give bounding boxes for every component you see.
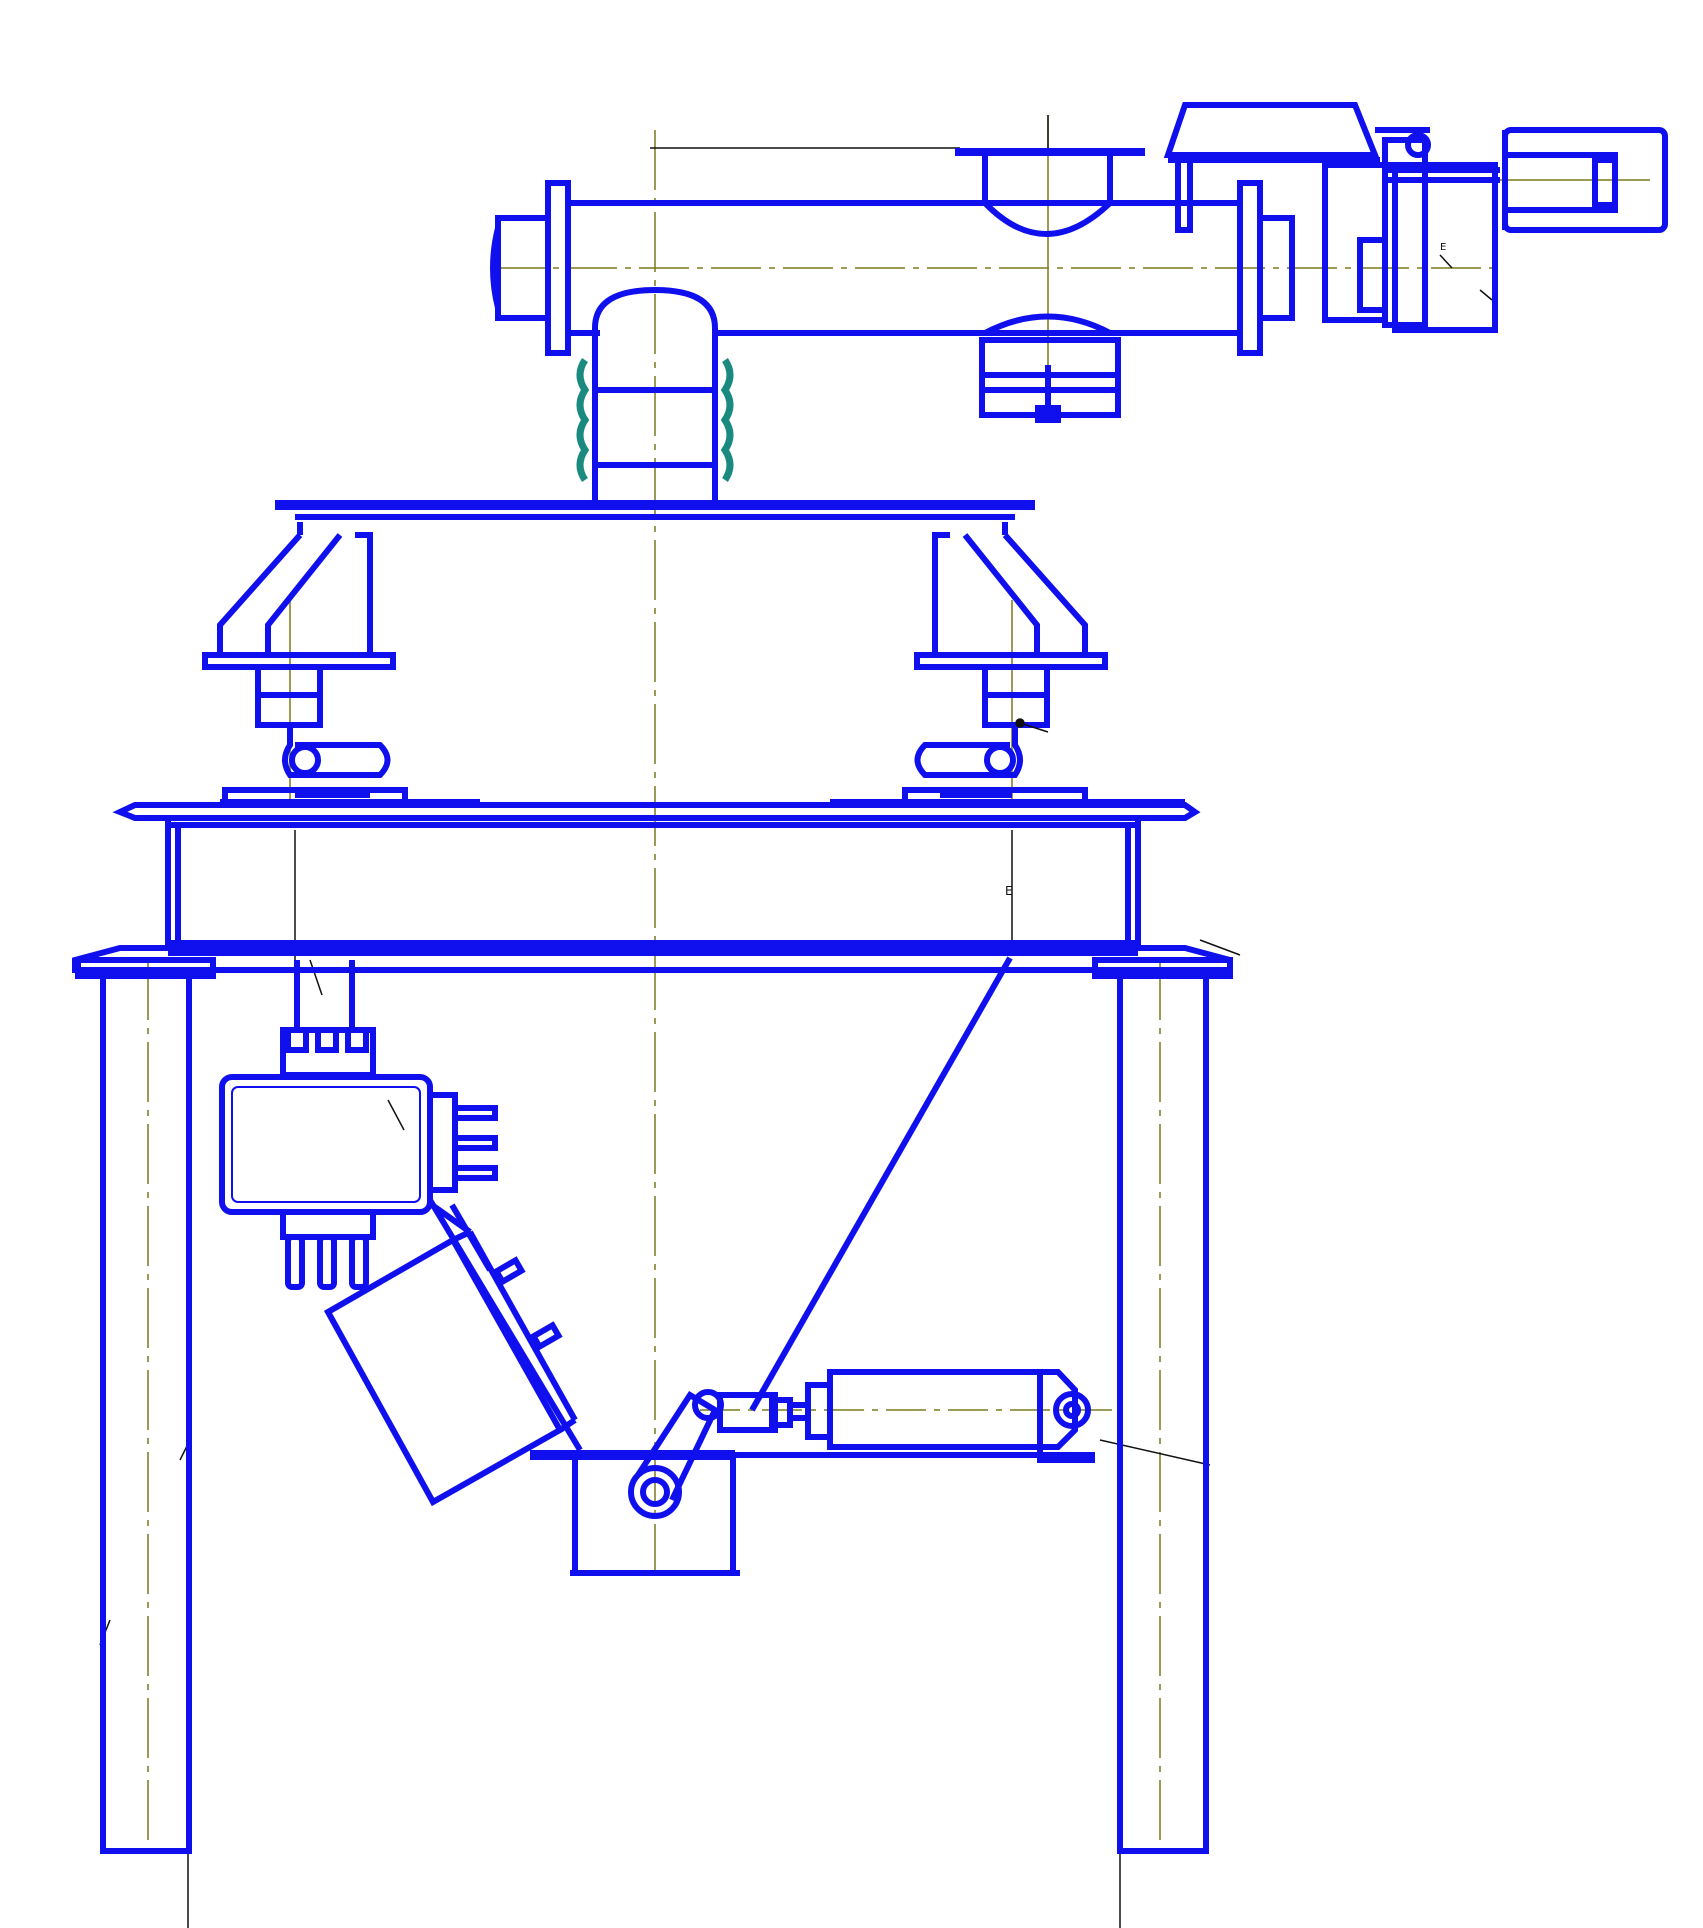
left-bracket-outer [217, 533, 343, 658]
gland-right-2 [455, 1135, 498, 1151]
right-damper-arm [914, 725, 1023, 778]
cylinder-bracket [1037, 1447, 1095, 1463]
motor-terminal [1592, 157, 1618, 208]
left-damper-body [255, 692, 323, 728]
right-damper-block [982, 664, 1050, 698]
reference-lines [99, 115, 1241, 1928]
cylinder-rear-pin-inner [1063, 1401, 1081, 1419]
left-damper-pin [289, 744, 321, 776]
left-damper-arm [282, 725, 391, 778]
left-leg [100, 973, 192, 1854]
vibrator-stud-2 [529, 1321, 563, 1351]
vibrator-body [323, 1235, 565, 1507]
ref-diag-2 [387, 1099, 405, 1131]
motor-shaft-housing [1502, 152, 1618, 213]
screen-frame [72, 799, 1233, 973]
cylinder-rear-pin-outer [1053, 1391, 1091, 1429]
detail-leader-right [1019, 722, 1049, 733]
vibrator-motor [323, 1202, 578, 1507]
detail-marks [1015, 254, 1493, 733]
gland-right-block [427, 1092, 458, 1193]
legs [75, 957, 1233, 1854]
vibrator-mount-arm-2 [449, 1203, 493, 1272]
gland-top-2 [315, 1027, 339, 1053]
downpipe-elbow [592, 286, 718, 400]
upper-rim [112, 802, 1201, 821]
hopper-right-wall [749, 956, 1013, 1412]
flexible-sleeve [576, 358, 734, 482]
inlet-bowl [982, 152, 1113, 237]
center-lines [147, 115, 1650, 1860]
outlet-nub [1035, 405, 1061, 423]
detail-arrow-1 [1439, 254, 1453, 269]
drive-pin [1405, 132, 1431, 158]
detail-arrow-2 [1479, 289, 1493, 301]
gland-right-3 [455, 1165, 498, 1181]
crank-arm [635, 1390, 719, 1502]
vibrator-stud-1 [492, 1256, 526, 1286]
gland-right-1 [455, 1105, 498, 1121]
piston-rod-end [717, 1392, 778, 1433]
left-end-cap [495, 215, 551, 321]
sleeve-left [576, 358, 590, 482]
gland-top-3 [345, 1027, 369, 1053]
drive-unit [1163, 102, 1668, 333]
right-damper-pin [984, 744, 1016, 776]
sleeve-right [720, 358, 734, 482]
outlet-bowl [983, 313, 1112, 336]
gland-bottom-1 [285, 1234, 305, 1290]
gearbox-cover [1163, 102, 1380, 158]
hopper [427, 956, 1095, 1576]
gearbox-plate [1392, 162, 1498, 333]
crank-pivot-inner [640, 1477, 670, 1507]
ref-diag-1 [309, 959, 323, 996]
coupling-block [1357, 237, 1388, 313]
junction-box [219, 960, 498, 1290]
left-damper-block [255, 664, 323, 698]
right-leg [1117, 973, 1209, 1854]
annotation-letter-2: E [1440, 242, 1446, 253]
gland-bottom-block [280, 1209, 376, 1240]
piston-rod-collar [769, 1397, 793, 1428]
ref-mark-bottom [1199, 939, 1241, 956]
screw-conveyor [490, 148, 1295, 508]
junction-box-inner [231, 1086, 421, 1203]
gearbox-support-left [1175, 157, 1193, 233]
cylinder-end-cap [805, 1382, 833, 1440]
screen-box [165, 815, 1141, 946]
gate-actuator [628, 1369, 1095, 1519]
gland-bottom-2 [317, 1234, 337, 1290]
gland-bottom-3 [349, 1234, 369, 1290]
left-end-bearing [490, 227, 501, 309]
gland-top-1 [285, 1027, 309, 1053]
annotation-letter-1: E [1005, 884, 1013, 898]
gearbox-side [1382, 137, 1428, 328]
ref-diag-3 [1099, 1439, 1211, 1466]
right-bracket-outer [962, 533, 1088, 658]
right-end-cap [1257, 215, 1295, 321]
vibrator-flange-3 [558, 1417, 577, 1433]
junction-box-body [219, 1074, 433, 1215]
